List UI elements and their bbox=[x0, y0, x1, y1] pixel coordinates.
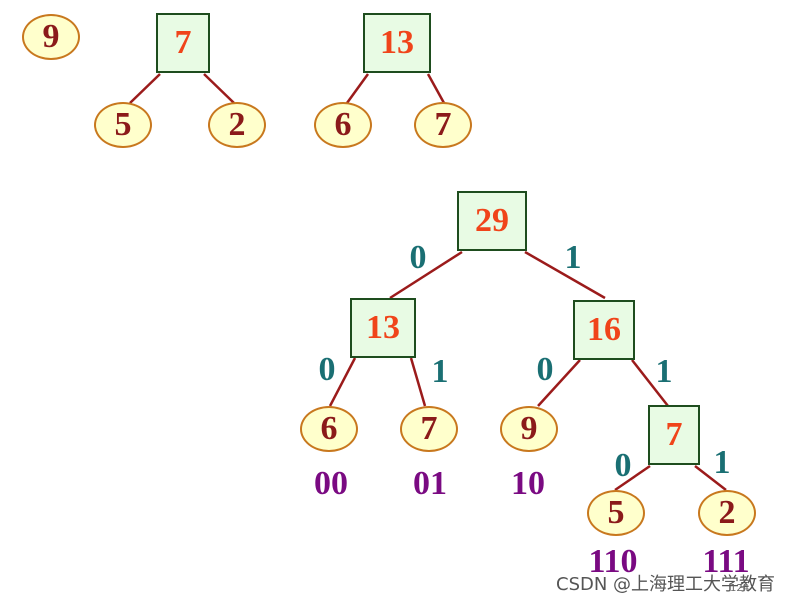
node-leaf-7: 7 bbox=[400, 406, 458, 452]
node-value: 9 bbox=[42, 18, 60, 55]
node-internal-7: 7 bbox=[648, 405, 700, 465]
node-value: 13 bbox=[366, 309, 400, 346]
watermark: CSDN @上海理工大学教育 bbox=[556, 574, 776, 595]
edge-b-left bbox=[345, 73, 370, 104]
node-value: 7 bbox=[665, 416, 683, 453]
edge-label-0: 0 bbox=[409, 239, 427, 276]
edge-label-0: 0 bbox=[536, 351, 554, 388]
code-leaf-6: 00 bbox=[314, 465, 348, 502]
edge-label-1: 1 bbox=[431, 353, 449, 390]
node-value: 16 bbox=[587, 311, 621, 348]
node-value: 2 bbox=[718, 494, 736, 531]
node-value: 13 bbox=[380, 24, 414, 61]
edge-7-2 bbox=[694, 465, 727, 491]
node-internal-16: 16 bbox=[573, 300, 635, 360]
edge-29-13 bbox=[389, 250, 463, 300]
node-value: 7 bbox=[434, 106, 452, 143]
edge-label-1: 1 bbox=[564, 239, 582, 276]
edge-13-7 bbox=[409, 357, 427, 407]
node-leaf-9: 9 bbox=[500, 406, 558, 452]
edge-a-right bbox=[203, 73, 235, 104]
page-number: 124 bbox=[730, 583, 750, 594]
edge-7-5 bbox=[614, 464, 651, 492]
edge-label-0: 0 bbox=[614, 447, 632, 484]
edge-label-0: 0 bbox=[318, 351, 336, 388]
code-leaf-9: 10 bbox=[511, 465, 545, 502]
node-leaf-6: 6 bbox=[300, 406, 358, 452]
edge-label-1: 1 bbox=[713, 444, 731, 481]
node-value: 6 bbox=[334, 106, 352, 143]
edge-b-right bbox=[426, 73, 446, 104]
node-internal-13-b: 13 bbox=[363, 13, 431, 73]
node-leaf-5-a: 5 bbox=[94, 102, 152, 148]
edge-16-7 bbox=[631, 359, 669, 407]
node-value: 2 bbox=[228, 106, 246, 143]
node-value: 9 bbox=[520, 410, 538, 447]
node-leaf-7-b: 7 bbox=[414, 102, 472, 148]
edge-label-1: 1 bbox=[655, 353, 673, 390]
edge-13-6 bbox=[328, 357, 357, 407]
node-value: 5 bbox=[114, 106, 132, 143]
code-leaf-7: 01 bbox=[413, 465, 447, 502]
node-value: 6 bbox=[320, 410, 338, 447]
edge-16-9 bbox=[537, 359, 581, 407]
code-leaf-2: 111 bbox=[702, 543, 750, 580]
node-value: 29 bbox=[475, 202, 509, 239]
node-leaf-6-b: 6 bbox=[314, 102, 372, 148]
node-internal-7-a: 7 bbox=[156, 13, 210, 73]
node-value: 5 bbox=[607, 494, 625, 531]
code-leaf-5: 110 bbox=[588, 543, 638, 580]
edge-29-16 bbox=[524, 250, 606, 300]
node-leaf-2-a: 2 bbox=[208, 102, 266, 148]
edge-a-left bbox=[129, 73, 161, 104]
node-internal-13: 13 bbox=[350, 298, 416, 358]
node-leaf-9-single: 9 bbox=[22, 14, 80, 60]
node-value: 7 bbox=[174, 24, 192, 61]
node-leaf-2: 2 bbox=[698, 490, 756, 536]
node-value: 7 bbox=[420, 410, 438, 447]
node-root-29: 29 bbox=[457, 191, 527, 251]
node-leaf-5: 5 bbox=[587, 490, 645, 536]
